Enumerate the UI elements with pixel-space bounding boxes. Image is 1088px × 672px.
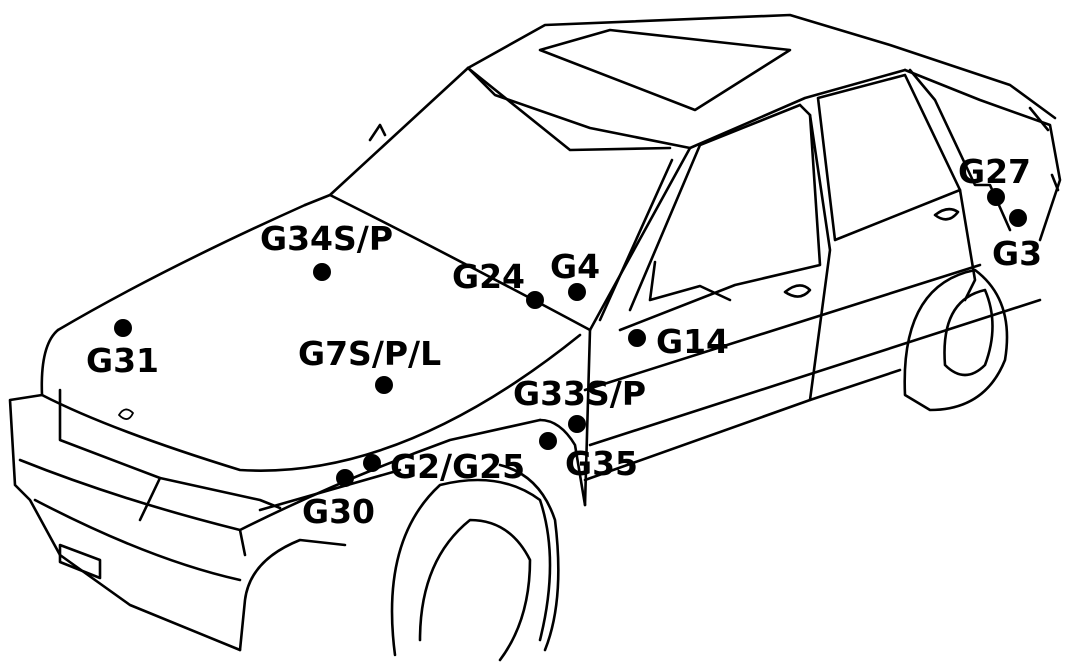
dot-g27 <box>987 188 1005 206</box>
label-g2g25: G2/G25 <box>390 447 525 486</box>
dot-g3 <box>1009 209 1027 227</box>
label-g27: G27 <box>958 152 1031 191</box>
ground-point-labels: G34S/P G24 G4 G31 G7S/P/L G14 G33S/P G2/… <box>86 152 1042 531</box>
dot-g2g25 <box>363 454 381 472</box>
dot-g30 <box>336 469 354 487</box>
dot-g14 <box>628 329 646 347</box>
label-g7spl: G7S/P/L <box>298 334 441 373</box>
dot-g4 <box>568 283 586 301</box>
label-g30: G30 <box>302 492 375 531</box>
dot-g24 <box>526 291 544 309</box>
dot-g7spl <box>375 376 393 394</box>
dot-g35 <box>539 432 557 450</box>
label-g24: G24 <box>452 257 525 296</box>
ground-point-dots <box>114 188 1027 487</box>
label-g3: G3 <box>992 234 1042 273</box>
dot-g34sp <box>313 263 331 281</box>
label-g14: G14 <box>656 322 729 361</box>
label-g31: G31 <box>86 341 159 380</box>
dot-g31 <box>114 319 132 337</box>
label-g4: G4 <box>550 247 600 286</box>
dot-g33sp <box>568 415 586 433</box>
label-g35: G35 <box>565 444 638 483</box>
car-outline <box>8 13 1062 662</box>
label-g33sp: G33S/P <box>513 374 646 413</box>
label-g34sp: G34S/P <box>260 219 393 258</box>
